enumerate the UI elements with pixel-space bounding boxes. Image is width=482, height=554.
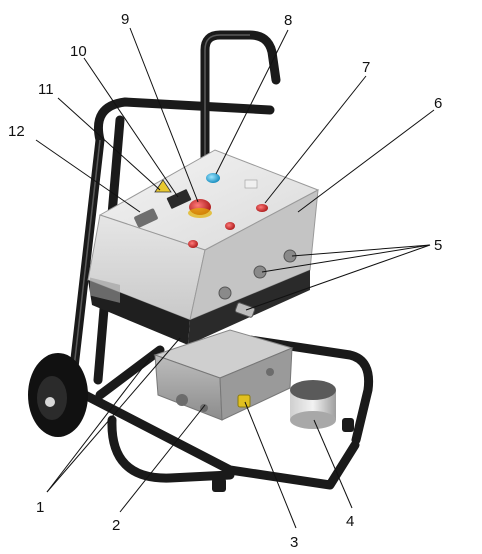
- blue-indicator-light: [206, 173, 220, 183]
- display-screen: [166, 189, 192, 209]
- connector-2: [253, 265, 267, 279]
- callout-12: 12: [8, 123, 25, 140]
- canister: [290, 380, 336, 429]
- callout-5: 5: [434, 237, 442, 254]
- enclosure-controls: [134, 173, 268, 248]
- callout-8: 8: [284, 12, 292, 29]
- callout-3: 3: [290, 534, 298, 551]
- callout-9: 9: [121, 11, 129, 28]
- red-indicator-light: [256, 204, 268, 212]
- caster-wheels: [212, 418, 354, 492]
- callout-6: 6: [434, 95, 442, 112]
- callout-7: 7: [362, 59, 370, 76]
- connector-3: [218, 286, 232, 300]
- connectors: [218, 249, 297, 318]
- red-button-front-2: [225, 222, 235, 230]
- callout-10: 10: [70, 43, 87, 60]
- callout-2: 2: [112, 517, 120, 534]
- callout-labels: 1 2 3 4 5 6 7 8 9 10 11 12: [8, 11, 442, 551]
- leader-lines: [35, 27, 435, 529]
- callout-1: 1: [36, 499, 44, 516]
- red-button-front-1: [188, 240, 198, 248]
- callout-4: 4: [346, 513, 354, 530]
- connector-plug: [234, 302, 256, 318]
- label-plate: [244, 179, 258, 189]
- control-panel-plate: [134, 208, 158, 228]
- wheel: [28, 353, 88, 437]
- callout-11: 11: [38, 81, 54, 98]
- yellow-fitting: [237, 394, 251, 408]
